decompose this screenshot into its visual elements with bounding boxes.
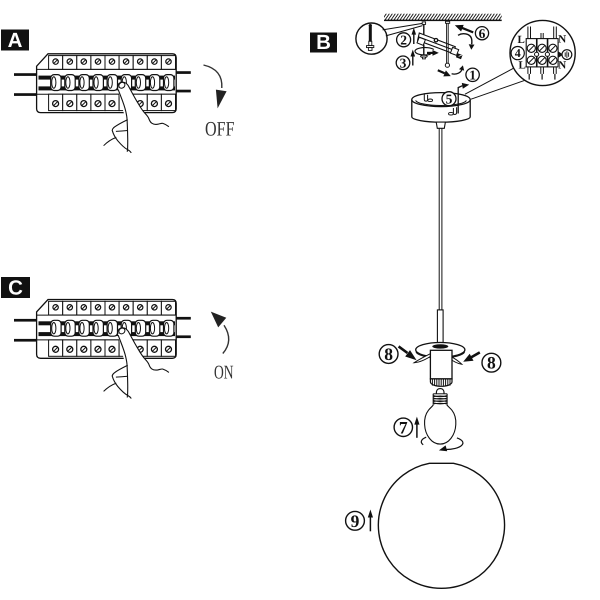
svg-text:4: 4: [515, 46, 521, 60]
svg-text:L: L: [519, 60, 526, 72]
svg-text:9: 9: [351, 511, 360, 531]
svg-text:5: 5: [446, 91, 453, 106]
svg-text:B: B: [316, 31, 331, 54]
svg-text:3: 3: [400, 56, 407, 71]
svg-text:N: N: [558, 34, 566, 46]
svg-text:2: 2: [400, 33, 407, 48]
svg-text:7: 7: [399, 417, 408, 437]
svg-text:C: C: [8, 276, 23, 299]
svg-text:ON: ON: [214, 363, 234, 384]
svg-text:A: A: [8, 29, 23, 52]
svg-text:OFF: OFF: [205, 118, 235, 140]
svg-text:1: 1: [469, 68, 476, 83]
svg-text:L: L: [518, 34, 525, 46]
svg-text:8: 8: [487, 353, 496, 373]
svg-text:N: N: [558, 60, 566, 72]
svg-text:6: 6: [479, 26, 486, 41]
svg-text:8: 8: [384, 344, 393, 364]
